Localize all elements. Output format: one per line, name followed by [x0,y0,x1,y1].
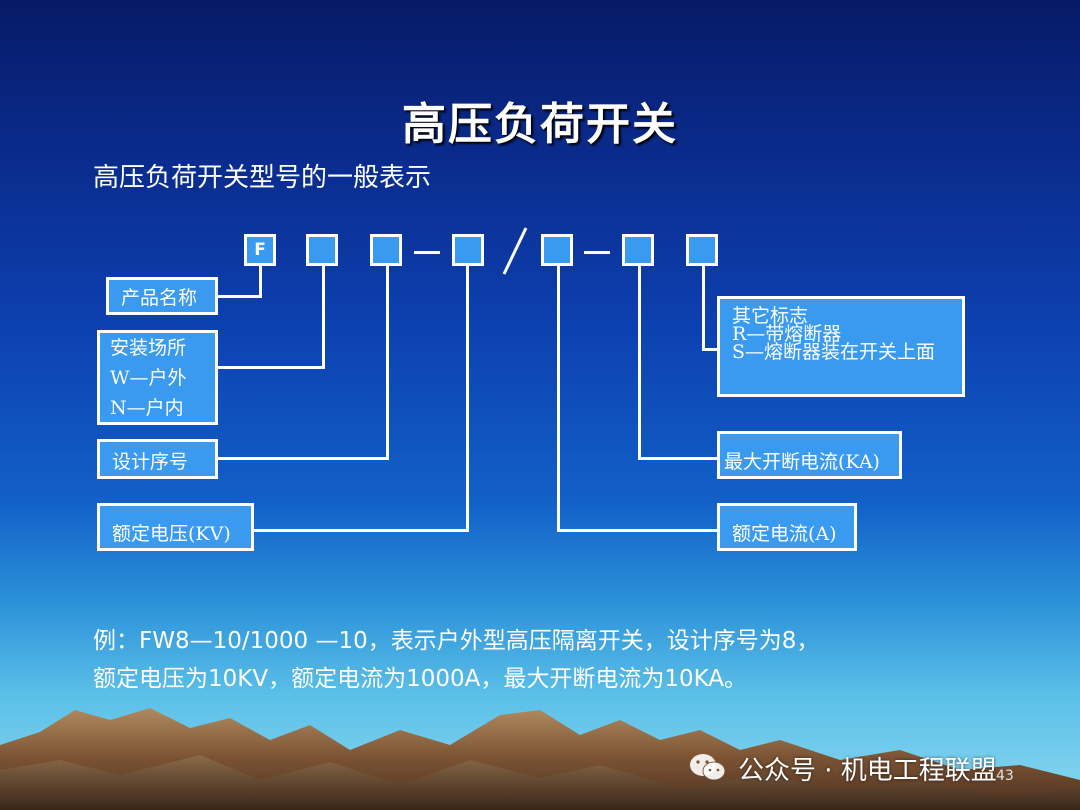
box-product-name: 产品名称 [106,277,218,315]
box-max-breaking-current-label: 最大开断电流(KA) [724,451,880,473]
model-slot-breaking [622,234,654,266]
connector-line [386,266,389,460]
model-slash [502,227,528,275]
box-rated-voltage: 额定电压(KV) [97,503,254,551]
model-slot-f-label: F [254,240,266,260]
connector-line [466,266,469,532]
box-product-name-label: 产品名称 [121,287,198,309]
model-slot-voltage [452,234,484,266]
example-line-1: 例：FW8—10/1000 —10，表示户外型高压隔离开关，设计序号为8， [93,628,820,654]
box-other-marks-r: R—带熔断器 [732,323,842,345]
example-text: 例：FW8—10/1000 —10，表示户外型高压隔离开关，设计序号为8， 额定… [93,622,819,698]
page-subtitle: 高压负荷开关型号的一般表示 [93,163,432,193]
connector-line [557,529,719,532]
mountain-landscape [0,708,1080,810]
box-install-location-indoor: N—户内 [110,397,184,419]
connector-line [216,457,389,460]
connector-line [638,266,641,460]
box-design-serial: 设计序号 [97,439,218,479]
watermark-text: 公众号 · 机电工程联盟 [738,756,997,786]
box-install-location-title: 安装场所 [110,337,187,359]
box-rated-current: 额定电流(A) [717,503,857,551]
box-design-serial-label: 设计序号 [112,451,189,473]
wechat-icon [690,754,726,781]
model-slot-install [306,234,338,266]
example-line-2: 额定电压为10KV，额定电流为1000A，最大开断电流为10KA。 [93,666,748,692]
connector-line [702,348,719,351]
page-title: 高压负荷开关 [402,99,678,150]
box-install-location-outdoor: W—户外 [110,367,187,389]
model-slot-current [541,234,573,266]
box-install-location: 安装场所 W—户外 N—户内 [97,330,218,425]
box-other-marks-s: S—熔断器装在开关上面 [732,341,936,363]
connector-line [638,457,719,460]
model-slot-other [686,234,718,266]
model-slot-design [370,234,402,266]
model-dash [584,251,610,254]
box-other-marks: 其它标志 R—带熔断器 S—熔断器装在开关上面 [717,296,965,397]
box-other-marks-title: 其它标志 [732,305,809,327]
connector-line [216,295,262,298]
model-slot-f: F [244,234,276,266]
box-rated-current-label: 额定电流(A) [732,523,837,545]
page-number: 43 [996,768,1014,784]
box-max-breaking-current: 最大开断电流(KA) [717,431,902,479]
connector-line [322,266,325,368]
connector-line [702,266,705,351]
model-dash [414,251,440,254]
connector-line [252,529,469,532]
connector-line [557,266,560,532]
connector-line [216,366,325,369]
connector-line [259,266,262,297]
box-rated-voltage-label: 额定电压(KV) [112,523,231,545]
